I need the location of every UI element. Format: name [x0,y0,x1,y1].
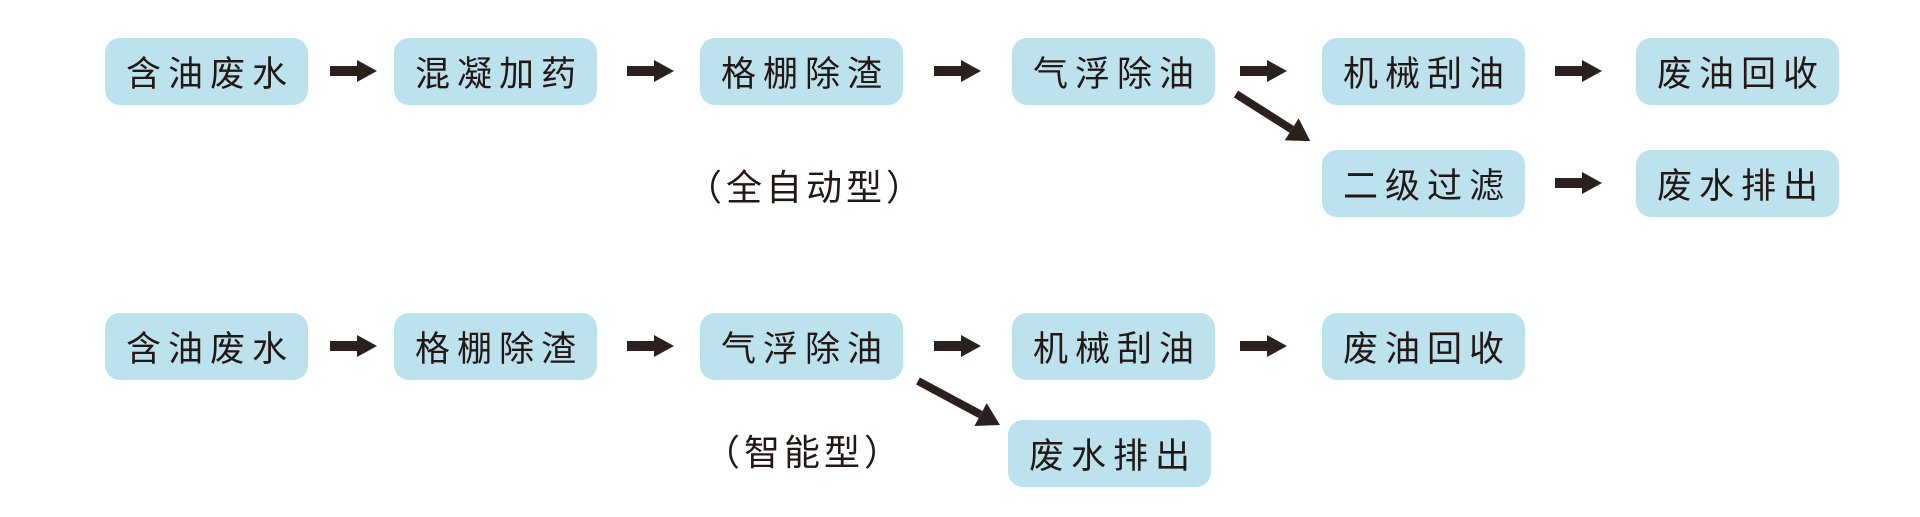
flow-box-air-flotation-deoiling: 气浮除油 [700,313,903,380]
arrow-shaft [1240,341,1269,351]
arrow-right-icon [1555,172,1602,194]
flow-box-mechanical-oil-scraping: 机械刮油 [1012,313,1215,380]
arrow-right-icon [1240,335,1287,357]
arrow-head [1582,60,1602,82]
arrow-right-icon [330,60,377,82]
arrow-shaft [1240,66,1269,76]
arrow-head [654,335,674,357]
arrow-head [357,335,377,357]
arrow-shaft [934,341,963,351]
arrow-right-icon [934,60,981,82]
arrow-down-right-icon [912,370,1007,437]
arrow-head [961,60,981,82]
arrow-head [357,60,377,82]
arrow-shaft [934,66,963,76]
arrow-shaft [330,66,359,76]
arrow-head [1582,172,1602,194]
flow-box-screen-deslagging: 格棚除渣 [700,38,903,105]
flow-box-wastewater-discharge: 废水排出 [1008,420,1211,487]
flow-box-screen-deslagging: 格棚除渣 [394,313,597,380]
arrow-shaft [627,341,656,351]
arrow-down-right-icon [1229,83,1318,153]
arrow-right-icon [627,60,674,82]
arrow-right-icon [1555,60,1602,82]
arrow-shaft [916,377,983,419]
arrow-shaft [1233,90,1294,133]
arrow-right-icon [627,335,674,357]
flow-box-waste-oil-recovery: 废油回收 [1322,313,1525,380]
arrow-shaft [1555,66,1584,76]
arrow-head [961,335,981,357]
flow-box-wastewater-discharge: 废水排出 [1636,150,1839,217]
arrow-head [1267,335,1287,357]
flow-box-waste-oil-recovery: 废油回收 [1636,38,1839,105]
flow-box-oily-wastewater: 含油废水 [105,313,308,380]
arrow-right-icon [934,335,981,357]
arrow-right-icon [330,335,377,357]
arrow-shaft [627,66,656,76]
flow-box-air-flotation-deoiling: 气浮除油 [1012,38,1215,105]
arrow-right-icon [1240,60,1287,82]
flow-box-secondary-filtration: 二级过滤 [1322,150,1525,217]
chart-type-label-intelligent: （智能型） [703,432,904,473]
arrow-head [654,60,674,82]
arrow-shaft [330,341,359,351]
flow-box-oily-wastewater: 含油废水 [105,38,308,105]
arrow-shaft [1555,178,1584,188]
chart-type-label-full-automatic: （全自动型） [685,167,926,208]
flow-box-coagulant-dosing: 混凝加药 [394,38,597,105]
arrow-head [974,403,1007,437]
flow-box-mechanical-oil-scraping: 机械刮油 [1322,38,1525,105]
arrow-head [1267,60,1287,82]
